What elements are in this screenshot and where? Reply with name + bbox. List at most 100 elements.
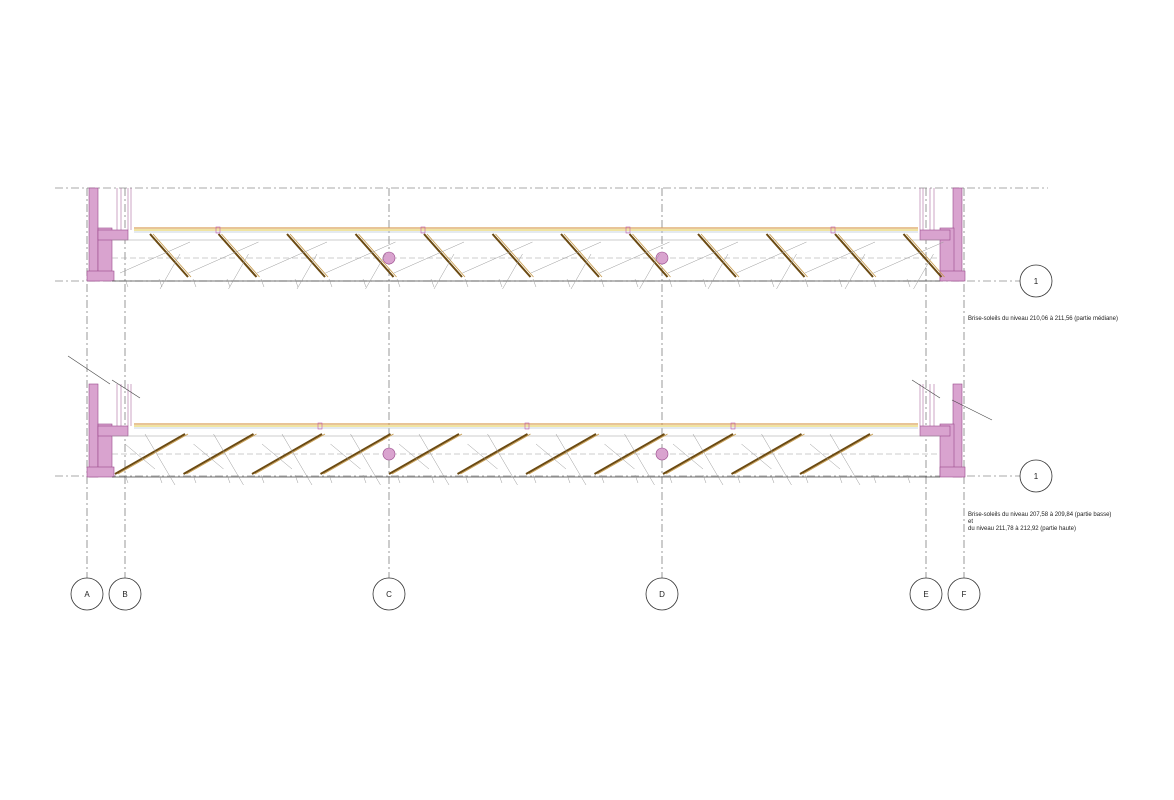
louver-edge-10	[802, 433, 874, 475]
upper-plan-note: Brise-soleils du niveau 210,06 à 211,56 …	[968, 316, 1118, 322]
bottom-tick	[770, 474, 775, 484]
bottom-tick	[294, 474, 299, 484]
bottom-tick	[600, 278, 605, 288]
louver-shadow-b-3	[330, 443, 361, 470]
louver-shadow-b-6	[570, 253, 592, 290]
section-cut-right-1	[911, 379, 941, 399]
louver-shadow-a-5	[462, 241, 533, 274]
louver-10	[834, 233, 874, 278]
louver-edge-4	[391, 433, 463, 475]
bottom-tick	[566, 278, 571, 288]
bottom-tick	[702, 474, 707, 484]
louver-edge-9	[769, 233, 808, 278]
louver-shadow-b-9	[776, 253, 797, 290]
bottom-tick	[770, 278, 775, 288]
left-wall-base	[86, 466, 115, 478]
left-wall-base	[86, 270, 115, 282]
louver-shadow-b-7	[604, 443, 635, 470]
bottom-tick	[634, 474, 639, 484]
louver-edge-3	[358, 233, 397, 278]
grid-bubble-a: A	[70, 577, 104, 611]
bottom-tick	[498, 278, 503, 288]
column-d	[655, 447, 669, 461]
louver-shadow-a-9	[736, 241, 807, 274]
lower-plan-note-line-1: Brise-soleils du niveau 207,58 à 209,84 …	[968, 512, 1112, 518]
louver-7	[594, 433, 665, 475]
bottom-tick	[260, 278, 265, 288]
louver-shadow-a-3	[325, 241, 396, 274]
bottom-tick	[668, 474, 673, 484]
louver-3	[320, 433, 391, 475]
bottom-tick	[498, 474, 503, 484]
louver-shadow-b-2	[261, 443, 293, 470]
svg-text:A: A	[84, 590, 90, 599]
svg-text:F: F	[962, 590, 967, 599]
louver-shadow-b-4	[398, 443, 430, 470]
louver-7	[628, 233, 669, 278]
svg-text:1: 1	[1034, 472, 1039, 481]
bottom-tick	[192, 474, 197, 484]
bottom-tick	[634, 278, 639, 288]
bottom-tick	[702, 278, 707, 288]
bottom-tick	[396, 474, 401, 484]
louver-shadow-a-7	[624, 433, 655, 486]
louver-shadow-a-8	[667, 241, 739, 274]
bottom-tick	[838, 278, 843, 288]
bottom-tick	[906, 278, 911, 288]
right-wall-post	[952, 383, 963, 478]
louver-edge-9	[734, 433, 805, 475]
rail-joint-0	[317, 422, 323, 430]
louver-shadow-a-1	[213, 433, 244, 486]
louver-4	[388, 433, 460, 475]
louver-11	[902, 233, 943, 278]
svg-text:E: E	[923, 590, 928, 599]
rail-joint-2	[730, 422, 736, 430]
louver-edge-8	[665, 433, 737, 475]
louver-shadow-a-11	[873, 241, 944, 274]
bottom-tick	[430, 278, 435, 288]
louver-edge-2	[254, 433, 326, 475]
grid-bubble-d: D	[645, 577, 679, 611]
rail-joint-1	[420, 226, 426, 234]
louver-6	[560, 233, 600, 278]
bottom-tick	[566, 474, 571, 484]
bottom-tick	[804, 474, 809, 484]
bottom-tick	[362, 278, 367, 288]
louver-shadow-b-2	[296, 253, 318, 290]
louver-shadow-b-9	[741, 443, 772, 470]
svg-text:C: C	[386, 590, 392, 599]
rail-joint-2	[625, 226, 631, 234]
louver-2	[251, 433, 323, 475]
section-cut-right-2	[951, 399, 993, 421]
louver-5	[457, 433, 528, 475]
louver-edge-5	[460, 433, 531, 475]
bottom-tick	[124, 278, 129, 288]
rail-joint-0	[215, 226, 221, 234]
column-c	[382, 251, 396, 265]
rail-joint-1	[524, 422, 530, 430]
bottom-tick	[668, 278, 673, 288]
bottom-tick	[532, 474, 537, 484]
louver-shadow-b-0	[159, 253, 181, 290]
right-wall-ledge	[919, 425, 951, 437]
louver-edge-0	[152, 233, 192, 278]
bottom-tick	[532, 278, 537, 288]
louver-shadow-b-4	[433, 253, 455, 290]
louver-shadow-b-7	[639, 253, 660, 290]
louver-8	[697, 233, 737, 278]
louver-edge-4	[426, 233, 466, 278]
louver-shadow-b-10	[844, 253, 866, 290]
grid-bubble-e: E	[909, 577, 943, 611]
louver-edge-8	[700, 233, 740, 278]
louver-9	[731, 433, 802, 475]
bottom-tick	[192, 278, 197, 288]
right-wall-post	[952, 187, 963, 282]
louver-5	[491, 233, 532, 278]
rail-joint-3	[830, 226, 836, 234]
louver-shadow-a-10	[804, 241, 876, 274]
louver-shadow-a-6	[555, 433, 587, 486]
louver-1	[183, 433, 254, 475]
bottom-tick	[158, 278, 163, 288]
bottom-tick	[736, 278, 741, 288]
louver-0	[114, 433, 186, 475]
